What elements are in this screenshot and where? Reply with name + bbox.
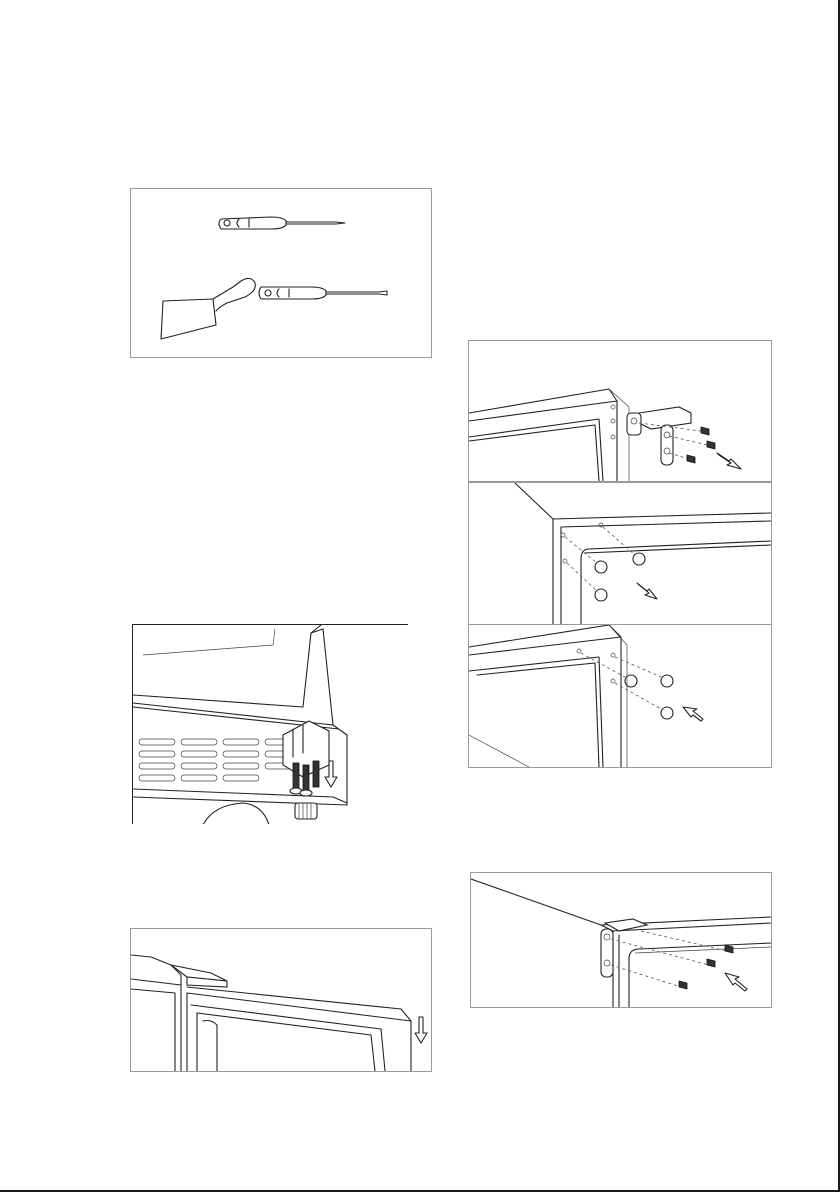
screw-icon bbox=[290, 761, 319, 796]
figure-door-lift bbox=[130, 928, 432, 1072]
top-hinge-icon bbox=[171, 965, 227, 987]
figure-hinge-reinstall bbox=[470, 872, 772, 1008]
arrow-icon bbox=[725, 973, 747, 991]
arrow-icon bbox=[637, 583, 657, 599]
hole-cover-icon bbox=[561, 523, 645, 601]
figure-hole-covers-right bbox=[468, 624, 772, 768]
top-hinge-icon bbox=[601, 919, 647, 977]
arrow-icon bbox=[717, 453, 741, 469]
door-icon bbox=[187, 987, 411, 1071]
arrow-down-icon bbox=[415, 1017, 427, 1043]
flat-screwdriver-icon bbox=[259, 287, 387, 299]
figure-top-hinge-removal bbox=[468, 340, 772, 482]
figure-tools bbox=[130, 188, 432, 358]
hole-cover-icon bbox=[577, 649, 673, 719]
figure-bottom-hinge bbox=[132, 624, 408, 824]
top-hinge-icon bbox=[627, 407, 691, 465]
figure-hole-covers-left bbox=[468, 482, 772, 626]
phillips-screwdriver-icon bbox=[219, 217, 345, 229]
putty-knife-icon bbox=[161, 278, 255, 339]
vent-slots bbox=[139, 739, 301, 781]
arrow-icon bbox=[683, 707, 703, 721]
adjustable-foot-icon bbox=[203, 803, 317, 824]
